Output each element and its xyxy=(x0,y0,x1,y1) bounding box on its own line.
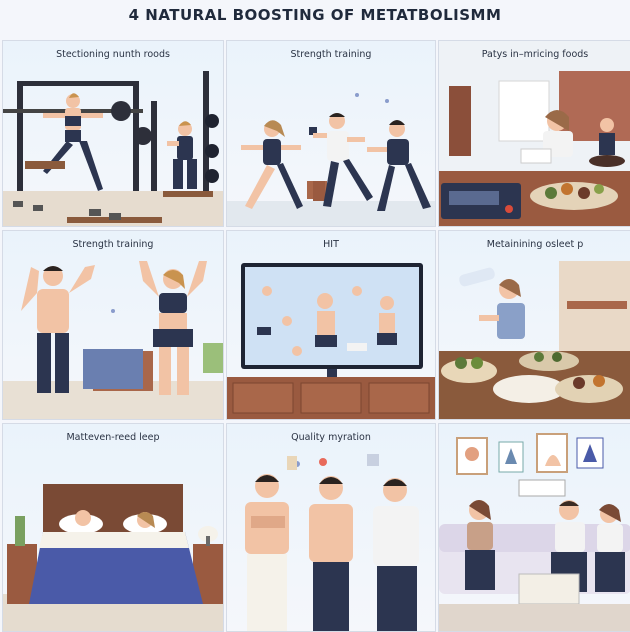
panel-protein-foods: Patys in–mricing foods xyxy=(438,40,630,227)
panel-relaxing-sofa xyxy=(438,423,630,632)
gym-scene-illustration xyxy=(3,71,223,226)
panel-caption: Quality myration xyxy=(291,432,371,443)
infographic-title: 4 NATURAL BOOSTING OF METATBOLISMM xyxy=(128,6,502,24)
panel-caption: Strength training xyxy=(290,49,372,60)
panel-meal-drinking: Metainining osleet p xyxy=(438,230,630,420)
panel-caption: Matteven-reed leep xyxy=(66,432,160,443)
running-scene-illustration xyxy=(227,93,435,226)
panel-caption: Strength training xyxy=(72,239,154,250)
panel-gym-workout: Stectioning nunth roods xyxy=(2,40,224,227)
meal-scene-illustration xyxy=(439,261,630,419)
bedroom-scene-illustration xyxy=(3,484,223,631)
kitchen-scene-illustration xyxy=(439,41,630,226)
panel-caption: Patys in–mricing foods xyxy=(481,49,589,60)
tv-workout-illustration xyxy=(227,263,435,419)
panel-strength-training-flex: Strength training xyxy=(2,230,224,420)
panel-sleep: Matteven-reed leep xyxy=(2,423,224,632)
panel-caption: Stectioning nunth roods xyxy=(56,49,170,60)
panel-caption: Metainining osleet p xyxy=(486,239,584,250)
panel-strength-training: Strength training xyxy=(226,40,436,227)
flex-scene-illustration xyxy=(3,261,223,419)
living-room-illustration xyxy=(439,433,630,631)
three-men-illustration xyxy=(245,454,419,631)
panel-hydration: Quality myration xyxy=(226,423,436,632)
panel-hiit-tv: HIT xyxy=(226,230,436,420)
panel-caption: HIT xyxy=(323,239,339,250)
